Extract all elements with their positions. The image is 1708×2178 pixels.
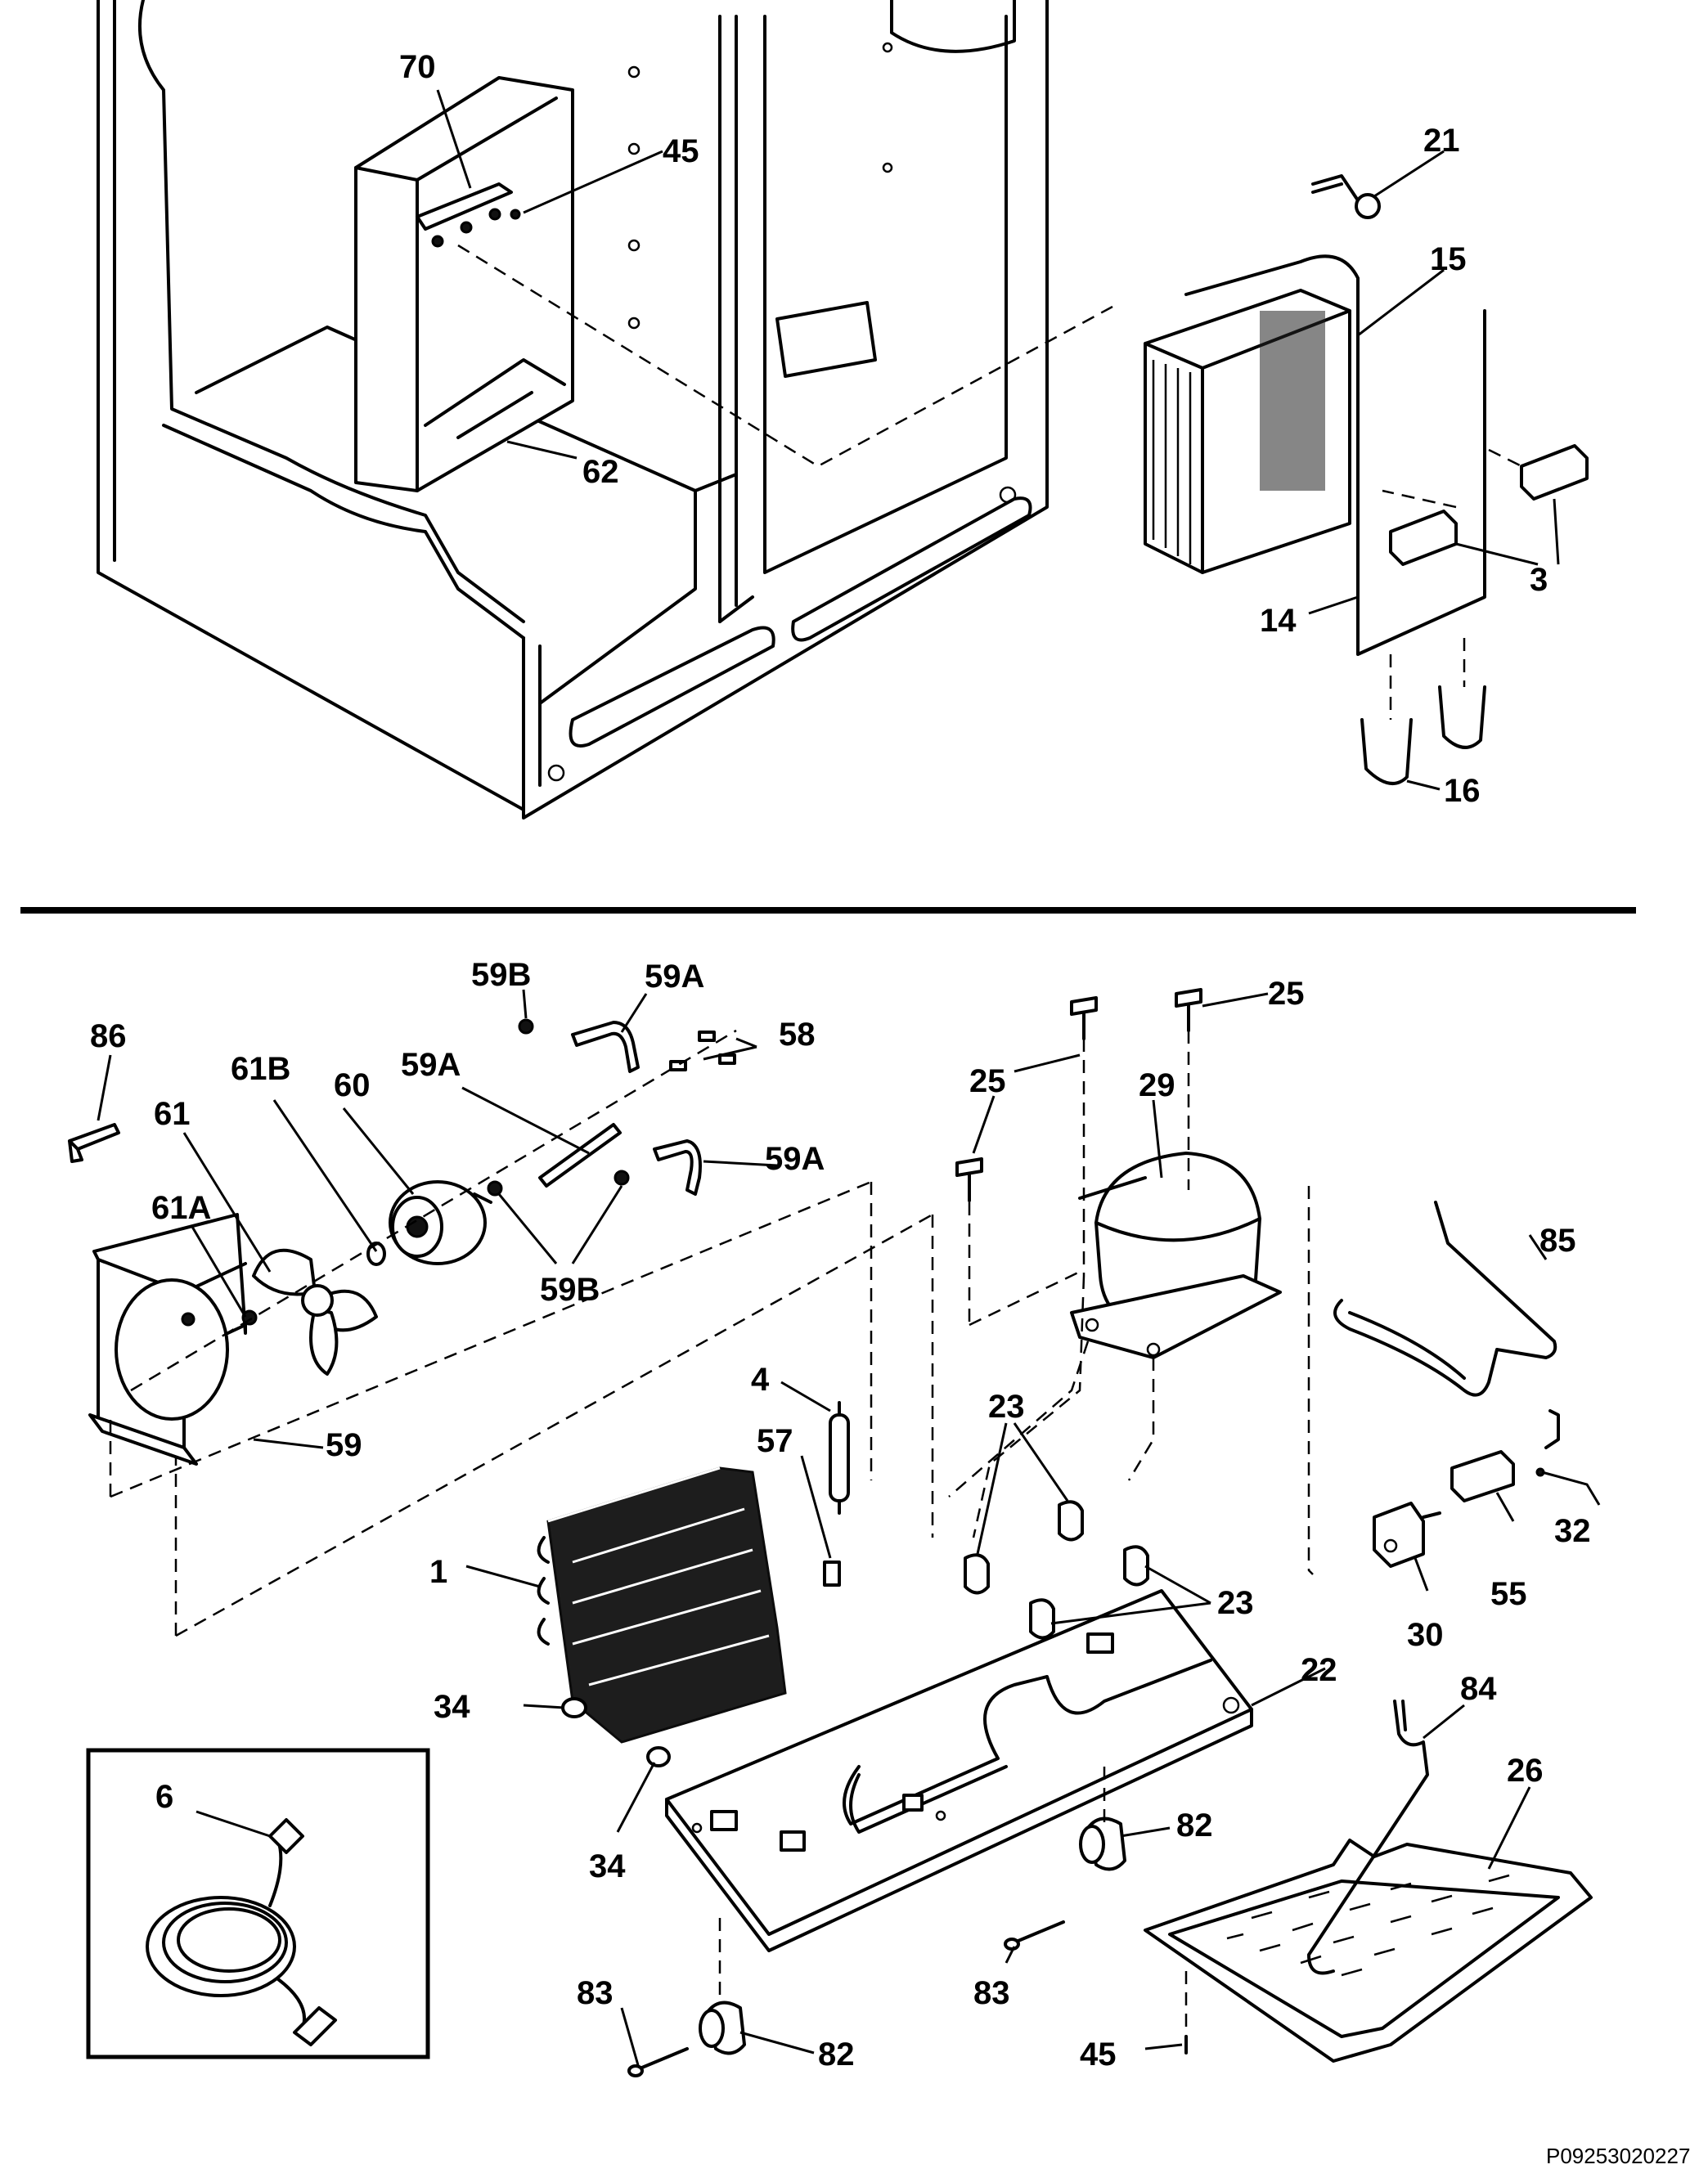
evaporator-coil-1 (537, 1466, 787, 1744)
callout-4: 4 (751, 1362, 770, 1398)
clip-32 (1535, 1409, 1560, 1477)
callout-30: 30 (1407, 1617, 1444, 1653)
callout-84: 84 (1460, 1671, 1497, 1707)
fan-blade-61 (252, 1248, 378, 1376)
relay-30 (1373, 1502, 1441, 1568)
callout-61B: 61B (231, 1051, 290, 1087)
callout-3: 3 (1530, 562, 1548, 598)
callout-6: 6 (155, 1779, 173, 1815)
callout-58: 58 (779, 1017, 816, 1053)
bolts-25 (955, 988, 1202, 1202)
callout-83-right: 83 (973, 1975, 1010, 2011)
callout-59B-top: 59B (471, 957, 531, 993)
callout-59A-mid: 59A (401, 1047, 461, 1083)
bracket-70 (416, 182, 521, 248)
screws-83 (627, 1920, 1065, 2077)
callout-82-bottom: 82 (818, 2037, 855, 2072)
callout-22: 22 (1301, 1652, 1337, 1688)
callout-23-right: 23 (1217, 1585, 1254, 1621)
compressor-29 (1070, 1152, 1282, 1359)
callout-34-left: 34 (434, 1689, 470, 1725)
callout-14: 14 (1260, 603, 1297, 639)
fan-motor-60 (366, 1180, 492, 1266)
tube-85 (1333, 1201, 1557, 1397)
grommets-23 (964, 1500, 1149, 1640)
callout-1: 1 (429, 1554, 447, 1590)
callout-86: 86 (90, 1018, 127, 1054)
callout-25-right: 25 (1268, 976, 1305, 1012)
condenser-coil-15 (1144, 254, 1360, 574)
sensor-21 (1311, 174, 1381, 219)
base-plate-22 (665, 1589, 1253, 1952)
grommets-34 (561, 1697, 671, 1767)
callout-60: 60 (334, 1067, 371, 1103)
callout-32: 32 (1554, 1513, 1591, 1549)
callout-26: 26 (1507, 1753, 1544, 1789)
fan-shroud-59 (88, 1213, 247, 1466)
callout-61A: 61A (151, 1190, 211, 1226)
callout-55: 55 (1490, 1576, 1527, 1612)
overload-55 (1450, 1450, 1515, 1502)
callout-61: 61 (154, 1096, 191, 1132)
tube-84 (1307, 1700, 1429, 1975)
callout-21: 21 (1423, 123, 1460, 159)
hooks-16 (1360, 638, 1486, 785)
callout-labels: 70 45 62 21 15 3 14 16 59B 59A 58 86 61B… (90, 49, 1591, 2072)
callout-85: 85 (1539, 1223, 1576, 1259)
callout-59B-bottom: 59B (540, 1272, 600, 1308)
callout-16: 16 (1444, 773, 1481, 809)
callout-57: 57 (757, 1423, 793, 1459)
callout-29: 29 (1139, 1067, 1175, 1103)
feet-82 (699, 1816, 1126, 2055)
callout-70: 70 (399, 49, 436, 85)
reference-code: P09253020227 (1546, 2144, 1690, 2168)
callout-82-right: 82 (1176, 1808, 1213, 1843)
leaders-lower (97, 989, 1601, 2066)
refrigerator-cabinet (97, 0, 1049, 820)
callout-45-bottom: 45 (1080, 2037, 1117, 2072)
power-cord-inset (86, 1748, 430, 2059)
drain-pan-26 (1144, 1839, 1593, 2063)
callout-23-top: 23 (988, 1389, 1025, 1425)
callout-25-left: 25 (969, 1063, 1006, 1099)
callout-45-upper: 45 (663, 133, 699, 169)
callout-83-left: 83 (577, 1975, 614, 2011)
ice-bin-62 (354, 76, 574, 492)
clips-3 (1382, 444, 1589, 566)
callout-62: 62 (582, 454, 619, 490)
leaders-upper (436, 89, 1445, 791)
motor-brackets-59A (181, 1018, 736, 1327)
callout-34-bottom: 34 (589, 1848, 626, 1884)
callout-15: 15 (1430, 241, 1467, 277)
callout-59: 59 (326, 1427, 362, 1463)
power-cord-6 (146, 1818, 337, 2046)
drain-pan-ridges (1226, 1874, 1510, 1977)
callout-59A-right: 59A (765, 1141, 825, 1177)
clip-86 (68, 1123, 120, 1163)
callout-59A-top: 59A (645, 959, 704, 995)
cabinet-holes (547, 42, 1017, 782)
frame-14 (1356, 309, 1486, 656)
drier-4 (823, 1401, 850, 1587)
